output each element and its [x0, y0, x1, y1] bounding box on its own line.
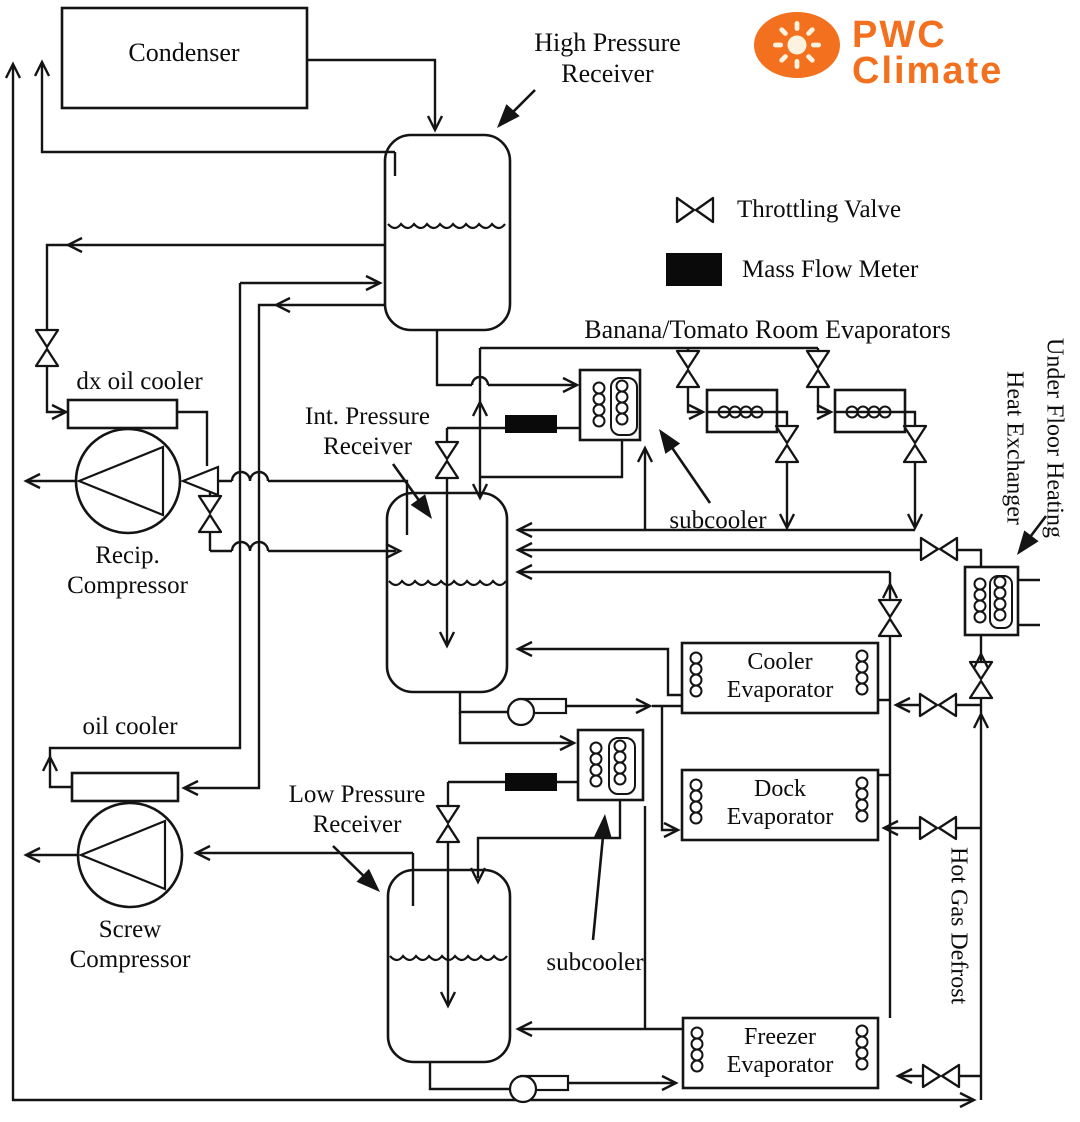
legend-symbols	[666, 196, 722, 286]
cooler-evaporator-box	[680, 641, 880, 715]
under-floor-heating-label: Under Floor Heating	[1041, 338, 1068, 538]
screw-compressor-symbol	[76, 801, 184, 909]
throttling-valve-icon	[918, 692, 958, 718]
throttling-valve-icon	[34, 328, 60, 368]
cooler-evaporator-label: Cooler Evaporator	[726, 649, 834, 704]
subcooler-upper-label: subcooler	[669, 507, 767, 534]
high-pressure-receiver-vessel	[383, 133, 512, 332]
dock-evaporator-label: Dock Evaporator	[726, 776, 834, 831]
bowtie-valve-icon	[675, 196, 715, 224]
throttling-valve-legend-label: Throttling Valve	[737, 196, 902, 223]
subcooler-lower-label: subcooler	[546, 949, 644, 976]
logo-line1: PWC	[852, 14, 947, 56]
throttling-valve-icon	[774, 424, 800, 464]
throttling-valve-icon	[919, 536, 959, 562]
screw-compressor-label: Screw Compressor	[69, 916, 191, 973]
high-pressure-receiver-label: High Pressure Receiver	[534, 28, 681, 88]
mass-flow-meter-legend-label: Mass Flow Meter	[742, 256, 919, 283]
heat-exchanger-label: Heat Exchanger	[1001, 370, 1028, 525]
dock-evaporator-box	[680, 768, 880, 842]
recip-compressor-symbol	[74, 427, 220, 535]
mass-flow-meter-icon	[505, 415, 557, 433]
freezer-evaporator-label: Freezer Evaporator	[726, 1024, 834, 1079]
dx-oil-cooler-label: dx oil cooler	[76, 368, 203, 395]
oil-cooler-box	[70, 771, 180, 803]
throttling-valve-icon	[877, 598, 903, 638]
oil-cooler-label: oil cooler	[82, 713, 178, 740]
int-pressure-receiver-label: Int. Pressure Receiver	[305, 403, 430, 460]
freezer-evaporator-box	[681, 1016, 880, 1090]
mass-flow-meters	[505, 415, 557, 791]
condenser-label: Condenser	[128, 38, 240, 67]
black-rect-meter-icon	[666, 253, 722, 286]
low-pressure-receiver-label: Low Pressure Receiver	[288, 781, 426, 838]
throttling-valve-icon	[197, 494, 223, 534]
banana-tomato-evaporators-label: Banana/Tomato Room Evaporators	[584, 315, 951, 344]
dx-oil-cooler-box	[66, 398, 179, 430]
logo-line2: Climate	[852, 50, 1004, 92]
throttling-valve-icon	[921, 1063, 961, 1089]
throttling-valve-icon	[805, 349, 831, 389]
throttling-valve-icon	[675, 349, 701, 389]
recip-compressor-label: Recip. Compressor	[67, 542, 188, 599]
throttling-valve-icon	[902, 424, 928, 464]
condenser-box	[60, 6, 309, 110]
label-pointer-arrows	[332, 89, 1048, 941]
sun-icon	[754, 12, 840, 78]
liquid-pump-2	[508, 1074, 570, 1104]
pipe-jumps	[230, 375, 490, 552]
liquid-pump-1	[506, 697, 568, 727]
hot-gas-defrost-label: Hot Gas Defrost	[945, 847, 972, 1005]
mass-flow-meter-icon	[505, 773, 557, 791]
